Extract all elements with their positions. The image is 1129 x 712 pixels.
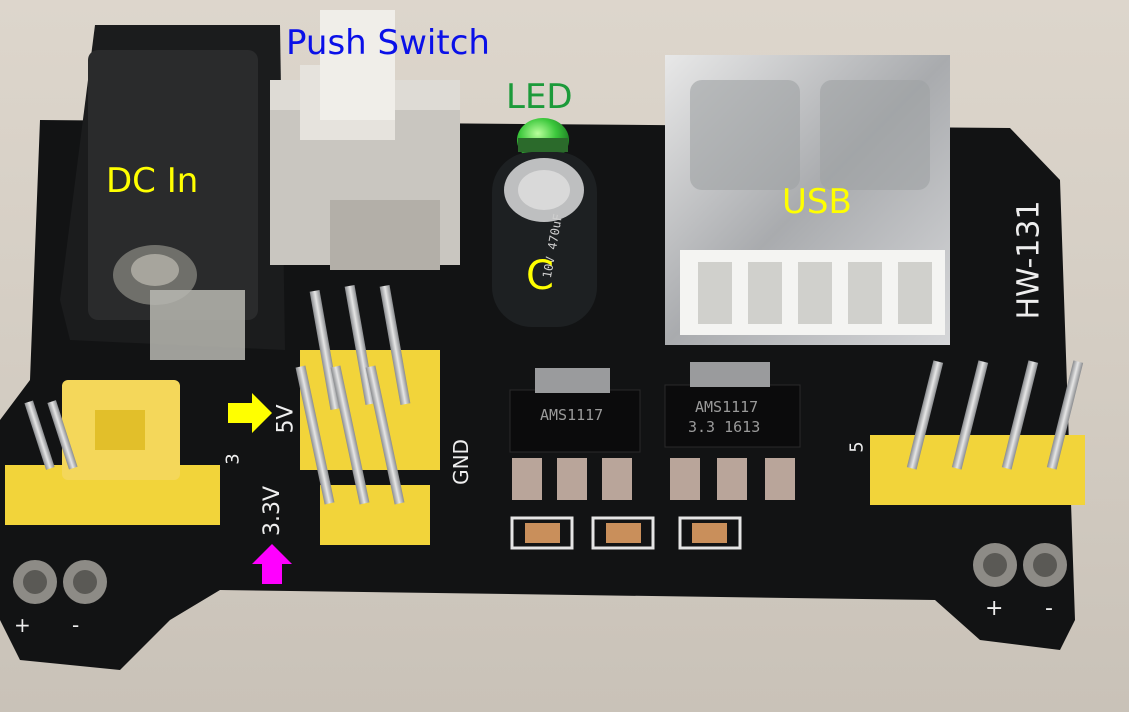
arrow-right-icon xyxy=(228,393,272,433)
capacitor-label: C xyxy=(526,253,554,299)
three-volt-silkscreen: 3.3V xyxy=(260,485,286,537)
led xyxy=(517,118,569,162)
usb-label: USB xyxy=(782,182,852,222)
smd-components xyxy=(510,516,742,550)
capacitor xyxy=(492,152,597,327)
regulator-left-text: AMS1117 xyxy=(540,406,604,424)
dc-in-label: DC In xyxy=(106,161,199,201)
mounting-pads xyxy=(13,543,1067,604)
push-switch xyxy=(270,10,460,270)
dc-jack xyxy=(60,25,285,360)
right-header-mark: 5 xyxy=(846,441,868,453)
regulators xyxy=(509,362,801,500)
regulator-right-text-2: 3.3 1613 xyxy=(688,418,761,436)
led-label: LED xyxy=(506,77,573,117)
center-header xyxy=(295,285,440,545)
gnd-silkscreen: GND xyxy=(448,439,473,485)
plus-left-silkscreen: + xyxy=(14,613,31,637)
usb-connector xyxy=(665,55,950,345)
regulator-right-text-1: AMS1117 xyxy=(695,398,759,416)
arrow-up-icon xyxy=(252,544,292,584)
plus-right-silkscreen: + xyxy=(985,596,1004,621)
right-header xyxy=(870,360,1085,505)
minus-right-silkscreen: - xyxy=(1045,596,1053,621)
minus-left-silkscreen: - xyxy=(72,613,80,637)
model-silkscreen: HW-131 xyxy=(1011,200,1047,320)
five-volt-silkscreen: 5V xyxy=(273,404,299,434)
left-header xyxy=(5,380,220,525)
left-header-mark: 3 xyxy=(222,453,244,465)
push-switch-label: Push Switch xyxy=(286,23,490,63)
